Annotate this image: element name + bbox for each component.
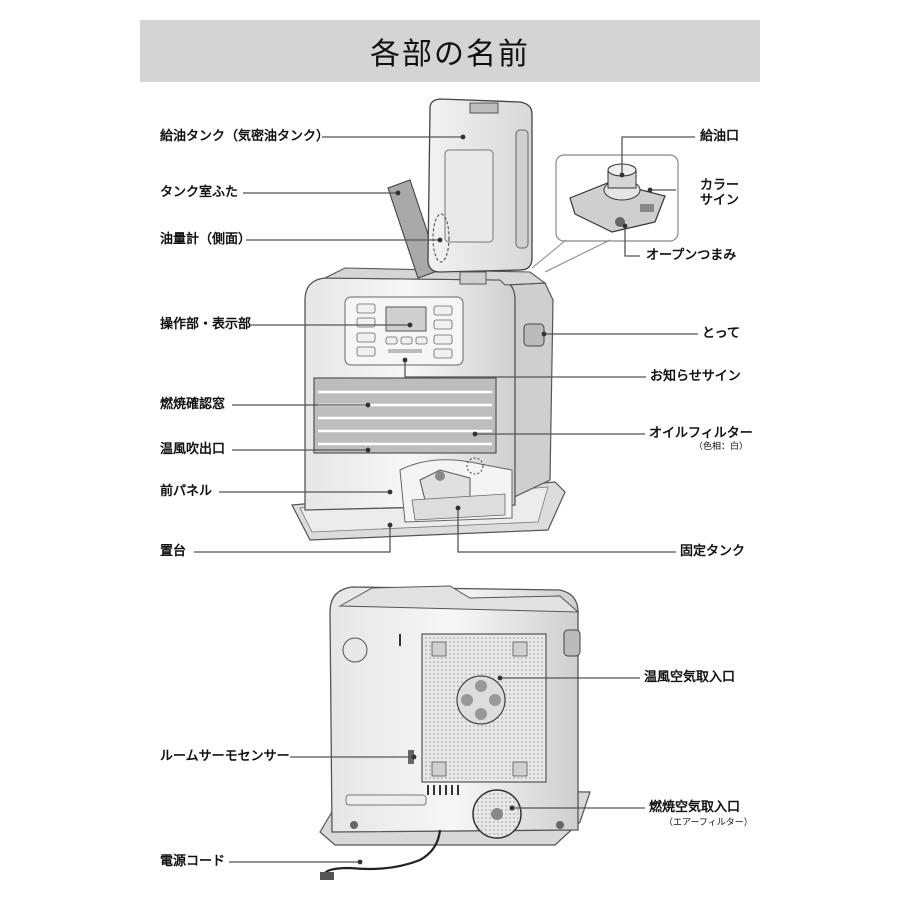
- label-color-sign-1: カラー: [700, 178, 740, 193]
- label-oil-gauge: 油量計（側面）: [160, 232, 252, 247]
- label-fixed-tank: 固定タンク: [680, 544, 746, 559]
- label-fuel-inlet: 給油口: [700, 129, 740, 144]
- label-combustion-window: 燃焼確認窓: [160, 397, 226, 412]
- label-oil-filter: オイルフィルター: [649, 426, 753, 441]
- label-warm-air-intake: 温風空気取入口: [644, 670, 736, 685]
- title-bar: 各部の名前: [140, 20, 760, 82]
- label-power-cord: 電源コード: [160, 854, 226, 869]
- label-open-knob: オープンつまみ: [646, 248, 737, 263]
- label-combustion-air-intake: 燃焼空気取入口: [649, 800, 741, 815]
- label-front-panel: 前パネル: [160, 484, 213, 499]
- label-combustion-air-intake-note: （エアーフィルター）: [664, 818, 753, 828]
- label-base: 置台: [160, 544, 187, 559]
- leader-lines: [194, 136, 698, 863]
- label-fuel-tank: 給油タンク（気密油タンク）: [160, 129, 330, 144]
- label-tank-lid: タンク室ふた: [160, 185, 239, 200]
- label-control-panel: 操作部・表示部: [160, 317, 252, 332]
- label-warm-air-outlet: 温風吹出口: [160, 442, 226, 457]
- label-room-sensor: ルームサーモセンサー: [160, 749, 290, 764]
- rear-heater: [319, 585, 591, 880]
- fuel-cap-inset: [531, 154, 679, 273]
- label-color-sign-2: サイン: [700, 193, 740, 208]
- label-notice-sign: お知らせサイン: [650, 369, 741, 384]
- label-handle: とって: [702, 326, 740, 341]
- label-oil-filter-note: （色相：白）: [694, 442, 749, 452]
- page-title: 各部の名前: [370, 37, 530, 72]
- front-heater: [291, 98, 566, 541]
